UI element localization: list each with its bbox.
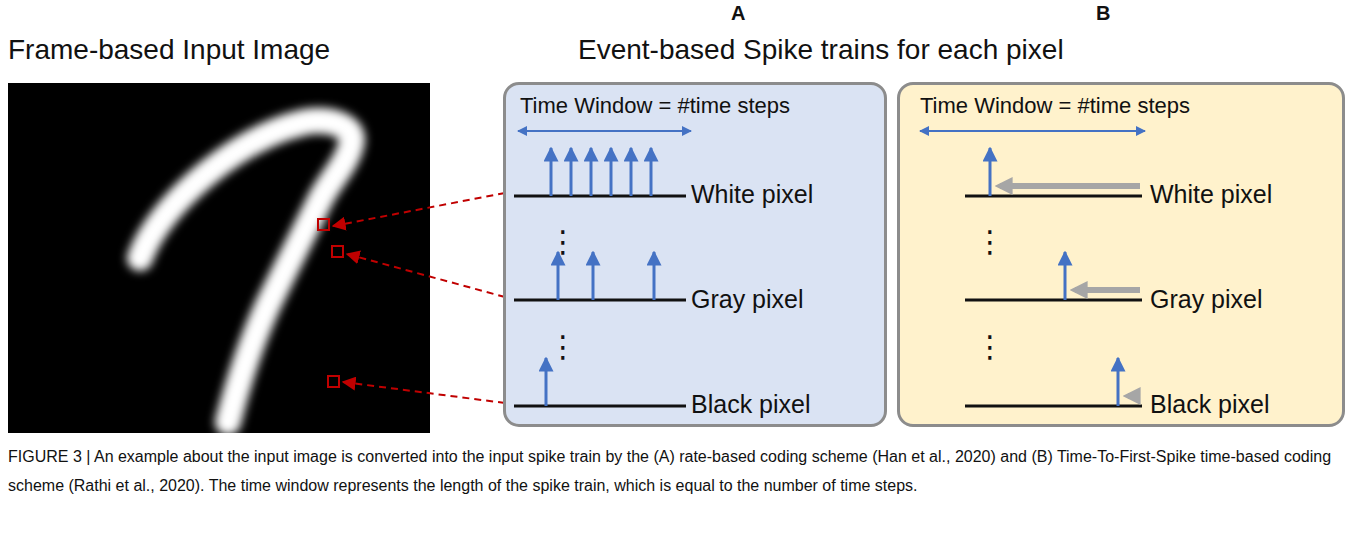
pixel-label: Black pixel (1150, 390, 1270, 419)
ellipsis: ⋮ (975, 225, 1005, 260)
spike (592, 252, 595, 300)
latency-arrow (1000, 183, 1140, 189)
time-window-label: Time Window = #time steps (520, 93, 790, 118)
spike-train-axis (514, 195, 686, 198)
coding-panel: Time Window = #time stepsWhite pixel ⋮ Gra… (503, 82, 887, 427)
time-window-arrow (518, 130, 691, 132)
leader-arrow (333, 193, 505, 226)
time-window-label: Time Window = #time steps (920, 93, 1190, 118)
time-window-arrow (920, 130, 1145, 132)
ellipsis: ⋮ (975, 330, 1005, 365)
leader-lines (333, 193, 505, 403)
spike (570, 148, 573, 196)
spike (557, 252, 560, 300)
leader-arrow (347, 254, 505, 297)
spike-train-axis (965, 195, 1142, 198)
latency-arrow (1128, 393, 1140, 399)
spike (545, 358, 548, 406)
spike (610, 148, 613, 196)
panel-letter: B (1096, 2, 1110, 25)
spike (1064, 252, 1067, 300)
spike-train-axis (514, 405, 686, 408)
ellipsis: ⋮ (548, 225, 578, 260)
pixel-label: Gray pixel (691, 285, 804, 314)
spike-train-axis (514, 299, 686, 302)
latency-arrow (1075, 287, 1140, 293)
spike (630, 148, 633, 196)
spike-train-axis (965, 405, 1142, 408)
digit-seven (140, 121, 352, 422)
spike-train-axis (965, 299, 1142, 302)
spike (590, 148, 593, 196)
spike (653, 252, 656, 300)
spike (989, 148, 992, 196)
pixel-label: White pixel (691, 180, 813, 209)
heading: Event-based Spike trains for each pixel (578, 34, 1064, 66)
figure-caption: FIGURE 3 | An example about the input im… (8, 442, 1348, 500)
spike (1117, 358, 1120, 406)
spike-drawing (900, 85, 1348, 430)
heading: Frame-based Input Image (8, 34, 330, 66)
pixel-label: White pixel (1150, 180, 1272, 209)
spike (550, 148, 553, 196)
spike (650, 148, 653, 196)
pixel-marker (318, 219, 329, 230)
panel-letter: A (731, 2, 745, 25)
pixel-marker (328, 376, 339, 387)
pixel-label: Black pixel (691, 390, 811, 419)
input-image (8, 83, 430, 433)
pixel-label: Gray pixel (1150, 285, 1263, 314)
coding-panel: Time Window = #time stepsWhite pixel ⋮ Gra… (897, 82, 1345, 427)
ellipsis: ⋮ (548, 330, 578, 365)
leader-arrow (343, 382, 505, 403)
pixel-marker (332, 246, 343, 257)
